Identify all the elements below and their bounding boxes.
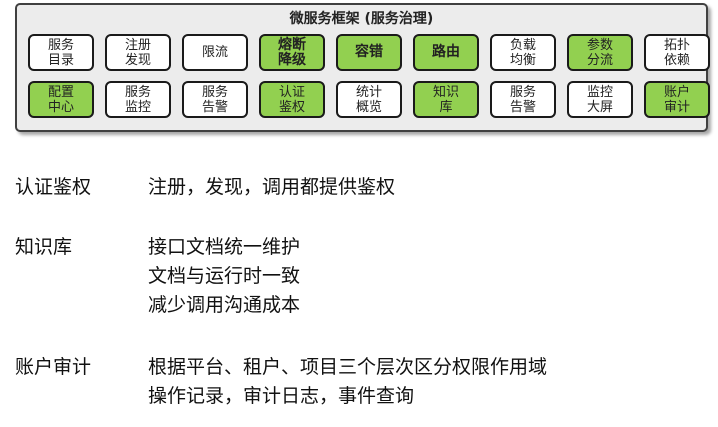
box-param-split: 参数 分流 — [567, 34, 633, 71]
box-fault-tolerance: 容错 — [336, 34, 402, 71]
box-service-alert-2: 服务 告警 — [490, 81, 556, 118]
desc-knowledge-lines: 接口文档统一维护 文档与运行时一致 减少调用沟通成本 — [148, 233, 300, 320]
desc-knowledge-line: 文档与运行时一致 — [148, 265, 301, 287]
box-topology: 拓扑 依赖 — [644, 34, 710, 71]
box-load-balance: 负载 均衡 — [490, 34, 556, 71]
feature-row-2: 配置 中心服务 监控服务 告警认证 鉴权统计 概览知识 库服务 告警监控 大屏账… — [28, 81, 710, 118]
feature-grid: 服务 目录注册 发现限流熔断 降级容错路由负载 均衡参数 分流拓扑 依赖 配置 … — [28, 34, 710, 128]
box-circuit-breaker: 熔断 降级 — [259, 34, 325, 71]
box-account-audit: 账户 审计 — [644, 81, 710, 118]
desc-audit-line: 根据平台、租户、项目三个层次区分权限作用域 — [148, 356, 548, 378]
desc-knowledge-label: 知识库 — [15, 236, 73, 258]
box-routing: 路由 — [413, 34, 479, 71]
desc-auth-label: 认证鉴权 — [15, 176, 92, 198]
desc-auth-line: 注册，发现，调用都提供鉴权 — [148, 176, 396, 198]
box-auth: 认证 鉴权 — [259, 81, 325, 118]
box-knowledge-base: 知识 库 — [413, 81, 479, 118]
desc-knowledge-line: 减少调用沟通成本 — [148, 294, 301, 316]
box-stats: 统计 概览 — [336, 81, 402, 118]
box-monitor-screen: 监控 大屏 — [567, 81, 633, 118]
box-service-monitor: 服务 监控 — [105, 81, 171, 118]
box-service-alert: 服务 告警 — [182, 81, 248, 118]
service-governance-frame: 微服务框架 (服务治理) 服务 目录注册 发现限流熔断 降级容错路由负载 均衡参… — [15, 3, 710, 132]
box-rate-limit: 限流 — [182, 34, 248, 71]
box-registry-discovery: 注册 发现 — [105, 34, 171, 71]
desc-knowledge-line: 接口文档统一维护 — [148, 236, 301, 258]
box-config-center: 配置 中心 — [28, 81, 94, 118]
diagram-title: 微服务框架 (服务治理) — [289, 11, 434, 27]
desc-audit-line: 操作记录，审计日志，事件查询 — [148, 385, 415, 407]
desc-audit-label: 账户审计 — [15, 356, 92, 378]
feature-row-1: 服务 目录注册 发现限流熔断 降级容错路由负载 均衡参数 分流拓扑 依赖 — [28, 34, 710, 71]
box-service-catalog: 服务 目录 — [28, 34, 94, 71]
desc-auth-lines: 注册，发现，调用都提供鉴权 — [148, 173, 395, 202]
desc-audit-lines: 根据平台、租户、项目三个层次区分权限作用域 操作记录，审计日志，事件查询 — [148, 353, 547, 411]
